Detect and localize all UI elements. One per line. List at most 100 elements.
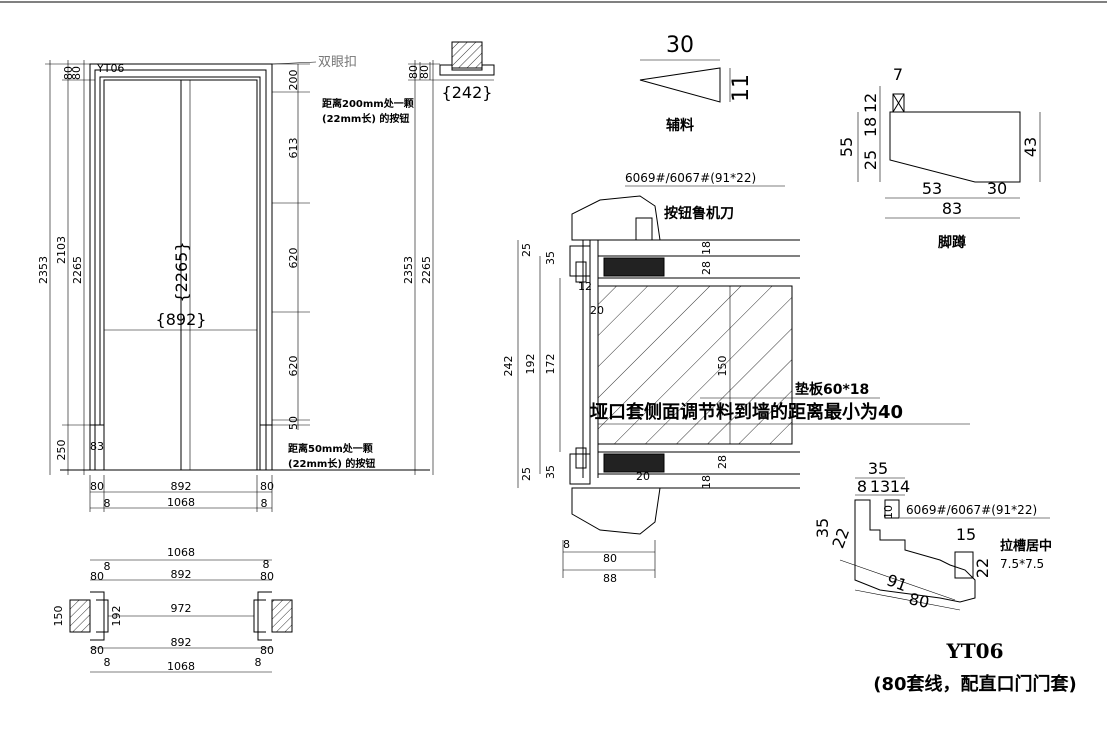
sk-18: 18 xyxy=(861,117,880,137)
yt-22-left: 22 xyxy=(828,525,853,551)
yt06-groove xyxy=(954,551,974,579)
yt-10: 10 xyxy=(882,505,895,519)
sec-28-top: 28 xyxy=(700,261,713,275)
sec-88: 88 xyxy=(603,572,617,585)
dim-r-2265: 2265 xyxy=(420,256,433,284)
sk-7: 7 xyxy=(893,65,903,84)
yt-groove-note: 拉槽居中 xyxy=(1000,538,1052,554)
dim-250: 250 xyxy=(55,440,68,461)
skirting-profile xyxy=(889,111,1021,183)
wall-distance-note: 垭口套侧面调节料到墙的距离最小为40 xyxy=(590,401,903,423)
plan-wall-left xyxy=(69,599,91,633)
yt-code: 6069#/6067#(91*22) xyxy=(906,503,1037,517)
sec-25-bot: 25 xyxy=(520,467,533,481)
casing-top-stop xyxy=(569,245,591,277)
sec-25-top: 25 xyxy=(520,243,533,257)
wedge-height: 11 xyxy=(729,74,754,102)
plan-8-top-r: 8 xyxy=(263,558,270,571)
leaf-width-label: {892} xyxy=(156,310,207,329)
sec-8: 8 xyxy=(563,538,570,551)
sec-28-bot: 28 xyxy=(716,455,729,469)
plan-jamb-right xyxy=(253,591,272,641)
dim-b-8r: 8 xyxy=(261,497,268,510)
section-detail: 6069#/6067#(91*22) 按钮鲁机刀 25 35 242 192 1… xyxy=(502,171,970,585)
groove-cross-b xyxy=(892,93,905,113)
detail-242: {242} xyxy=(442,83,493,102)
plan-jamb-left xyxy=(90,591,109,641)
sec-18-top: 18 xyxy=(700,241,713,255)
dim-top-80b: 80 xyxy=(70,66,83,80)
note-top-line1: 距离200mm处一颗 xyxy=(322,97,414,110)
sk-12: 12 xyxy=(861,93,880,113)
plan-192: 192 xyxy=(110,606,123,627)
sk-83: 83 xyxy=(942,199,962,218)
note-top-line2: (22mm长) 的按钮 xyxy=(322,112,409,125)
front-elevation: 80 80 YT06 2353 2103 2265 250 83 {2265} … xyxy=(37,55,440,512)
wall-section-hatch xyxy=(597,285,793,445)
plan-view: 1068 8 80 8 892 80 150 192 972 892 80 80… xyxy=(52,546,293,673)
yt-dim-80-line xyxy=(854,589,961,611)
callout-leader xyxy=(271,61,317,65)
yt-15: 15 xyxy=(956,525,976,544)
yt-subtitle: (80套线，配直口门门套) xyxy=(873,673,1077,695)
dim-b-8l: 8 xyxy=(104,497,111,510)
skirting-groove xyxy=(892,93,905,113)
stop-block-bottom xyxy=(603,453,665,473)
sec-150: 150 xyxy=(716,356,729,377)
plan-80-top-l: 80 xyxy=(90,570,104,583)
plan-8-bot-l: 8 xyxy=(104,656,111,669)
note-bottom-line1: 距离50mm处一颗 xyxy=(288,442,373,455)
sec-242: 242 xyxy=(502,356,515,377)
section-profile-top: 6069#/6067#(91*22) xyxy=(625,171,756,185)
dim-b-80l: 80 xyxy=(90,480,104,493)
yt-groove-size: 7.5*7.5 xyxy=(1000,557,1044,571)
yt-35-left: 35 xyxy=(813,518,832,538)
dim-2353: 2353 xyxy=(37,256,50,284)
casing-top-profile xyxy=(439,64,495,76)
dim-620a: 620 xyxy=(287,248,300,269)
pad-label: 垫板60*18 xyxy=(795,381,869,398)
jamb-clip-bottom xyxy=(575,447,587,469)
plan-8-top-l: 8 xyxy=(104,560,111,573)
jamb-clip-top xyxy=(575,261,587,283)
dim-200: 200 xyxy=(287,70,300,91)
skirting-detail: 7 55 18 12 25 43 53 30 83 脚蹲 xyxy=(837,65,1041,251)
casing-inner xyxy=(94,69,267,470)
dim-50: 50 xyxy=(287,416,300,430)
yt-22-right: 22 xyxy=(973,558,992,578)
dim-b-892: 892 xyxy=(171,480,192,493)
sec-35-top: 35 xyxy=(544,251,557,265)
detail-80b: 80 xyxy=(418,65,431,79)
yt-13: 13 xyxy=(870,477,890,496)
plan-80-top-r: 80 xyxy=(260,570,274,583)
plan-1068-bot: 1068 xyxy=(167,660,195,673)
plan-892-bot: 892 xyxy=(171,636,192,649)
plan-80-bot-l: 80 xyxy=(90,644,104,657)
yt-dim-91-line xyxy=(839,559,956,601)
sk-43: 43 xyxy=(1021,137,1040,157)
note-bottom-line2: (22mm长) 的按钮 xyxy=(288,457,375,470)
top-detail: 80 80 {242} xyxy=(407,41,495,102)
profile-code-label: YT06 xyxy=(96,62,124,75)
sec-20-top: 20 xyxy=(590,304,604,317)
sk-25: 25 xyxy=(861,150,880,170)
plan-8-bot-r: 8 xyxy=(255,656,262,669)
detail-80a: 80 xyxy=(407,65,420,79)
dim-r-2353: 2353 xyxy=(402,256,415,284)
plan-wall-right xyxy=(271,599,293,633)
sec-192: 192 xyxy=(524,354,537,375)
sk-55: 55 xyxy=(837,137,856,157)
knife-label: 按钮鲁机刀 xyxy=(664,205,734,222)
casing-outline xyxy=(89,63,273,470)
yt06-outline xyxy=(854,499,976,603)
skirting-label: 脚蹲 xyxy=(938,234,966,251)
frame-inner xyxy=(99,76,261,425)
sk-53: 53 xyxy=(922,179,942,198)
dim-83: 83 xyxy=(90,440,104,453)
sec-35-bot: 35 xyxy=(544,465,557,479)
sec-20-bot: 20 xyxy=(636,470,650,483)
plan-1068-top: 1068 xyxy=(167,546,195,559)
sec-80: 80 xyxy=(603,552,617,565)
yt06-tab xyxy=(884,499,900,519)
wedge-width: 30 xyxy=(666,33,694,58)
